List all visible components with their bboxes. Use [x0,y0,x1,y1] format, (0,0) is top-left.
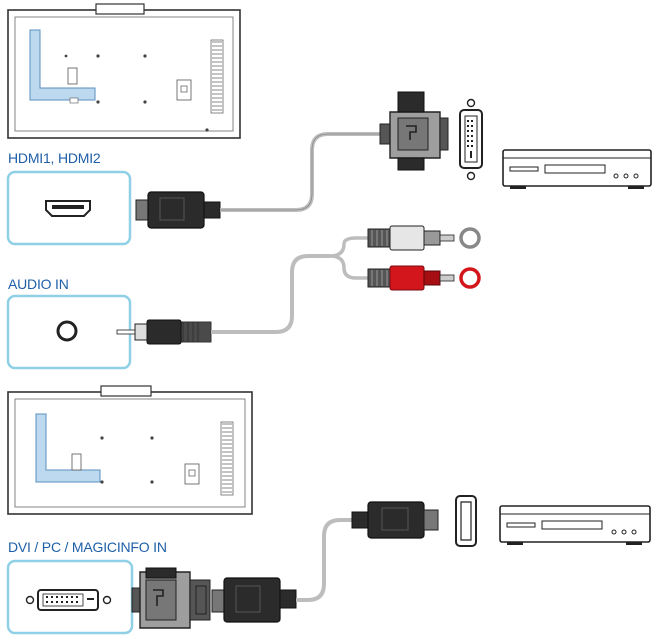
label-hdmi: HDMI1, HDMI2 [8,150,101,166]
hdmi-port-icon [6,170,132,246]
audio-cable [211,254,330,334]
monitor-back-panel-top [7,3,241,139]
audio-cable-split-red [329,254,368,280]
audio-cable-split-white [329,236,368,258]
hdmi-plug-icon [135,191,221,229]
rca-plug-icon-white [367,225,455,251]
dvd-player-icon-bottom [499,505,651,545]
dvi-port-icon [6,559,134,635]
audio-jack-icon [6,294,132,370]
rca-jack-icon-white [459,227,481,249]
stereo-plug-icon [116,319,212,345]
dvi-plug-icon-bottom [131,567,211,629]
dvi-port-icon-player [459,98,483,181]
hdmi-plug-icon-bottom [211,577,297,623]
monitor-back-panel-bottom [7,385,253,515]
dvi-hdmi-cable [296,518,352,602]
dvi-plug-icon [379,91,449,171]
label-audio: AUDIO IN [8,276,69,292]
hdmi-port-icon-player [455,495,477,547]
rca-plug-icon-red [367,265,455,291]
dvd-player-icon-top [502,149,652,189]
rca-jack-icon-red [459,267,481,289]
hdmi-dvi-cable [220,132,382,212]
hdmi-plug-icon-player [351,501,439,539]
label-dvi: DVI / PC / MAGICINFO IN [8,539,167,555]
